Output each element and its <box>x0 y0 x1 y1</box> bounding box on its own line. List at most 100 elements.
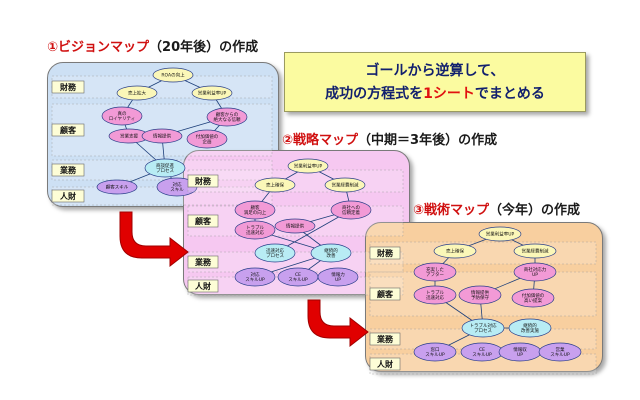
strategy-row-label: 人財 <box>195 281 211 291</box>
strategy-node-label: 対応スキルUP <box>245 271 265 283</box>
callout-line-2-end: でまとめる <box>474 86 545 102</box>
arrow-vision-to-strategy <box>119 211 189 268</box>
strategy-node-label: トラブル迅速対応 <box>246 224 264 236</box>
vision-node-label: 売上拡大 <box>128 90 146 97</box>
strategy-row-label: 業務 <box>194 257 212 267</box>
arrow-strategy-to-tactics <box>307 299 369 348</box>
vision-node-label: 商談促進プロセス <box>156 162 174 174</box>
tactics-node-label: 付加価値の高い提案 <box>522 292 545 304</box>
strategy-node-label: 迅速対応プロセス <box>266 247 284 259</box>
tactics-node-label: 営業スキルUP <box>550 346 570 358</box>
strategy-node-shape <box>254 243 296 263</box>
vision-node-shape <box>141 128 183 144</box>
tactics-title-highlight: 戦術マップ <box>424 203 490 218</box>
vision-node-shape <box>186 129 228 149</box>
strategy-row-label: 財務 <box>194 176 212 186</box>
vision-row-label-box <box>51 80 85 94</box>
tactics-node-shape <box>508 318 552 338</box>
tactics-title-rest: （今年）の作成 <box>489 203 581 218</box>
tactics-node-shape <box>413 262 457 282</box>
vision-node-shape <box>96 179 138 195</box>
tactics-row-label-box <box>369 246 401 260</box>
strategy-node-shape <box>310 243 352 263</box>
vision-node-label: 顧客スキル <box>106 184 129 191</box>
tactics-node-shape <box>458 285 502 305</box>
strategy-node-shape <box>254 177 296 193</box>
strategy-node-shape <box>234 267 276 287</box>
tactics-row-label-box <box>369 357 401 371</box>
vision-node-label: 営業利益率UP <box>198 90 227 97</box>
strategy-row-label-box <box>187 279 219 293</box>
tactics-node-label: 情報提供予防保守 <box>471 289 489 301</box>
vision-map-title: ①ビジョンマップ（20年後）の作成 <box>47 40 258 56</box>
vision-node-shape <box>191 85 233 101</box>
strategy-node-shape <box>317 267 359 287</box>
callout-line-1: ゴールから逆算して、 <box>365 63 505 79</box>
strategy-node-label: 継続的改善 <box>324 247 338 259</box>
strategy-row-label: 顧客 <box>195 216 212 226</box>
tactics-node-shape <box>461 318 505 338</box>
vision-row-label: 業務 <box>59 165 77 175</box>
strategy-node-label: 情報提供 <box>286 223 304 230</box>
tactics-node-label: トラブル迅速対応 <box>426 289 444 301</box>
strategy-map-title: ②戦略マップ（中期＝3年後）の作成 <box>282 133 497 149</box>
strategy-node-label: 売上確保 <box>266 182 284 189</box>
strategy-row-label-box <box>187 214 219 228</box>
callout-line-2-start: 成功の方程式を <box>325 86 424 102</box>
callout-one-sheet: 1シート <box>423 86 475 102</box>
vision-title-rest: （20年後）の作成 <box>149 40 259 55</box>
tactics-row-label: 業務 <box>376 334 394 344</box>
tactics-title-number: ③ <box>413 203 425 218</box>
tactics-row-label: 顧客 <box>377 289 394 299</box>
vision-node-label: 顧客からの絶大なる信頼 <box>214 111 241 123</box>
strategy-node-shape <box>330 200 372 220</box>
vision-node-label: 対応スキル <box>170 181 184 193</box>
tactics-node-shape <box>433 243 477 259</box>
strategy-node-label: 営業経費削減 <box>332 182 359 189</box>
strategy-node-label: 営業利益率UP <box>294 163 323 170</box>
vision-node-label: ROAの向上 <box>161 72 185 79</box>
strategy-node-label: 商社への信頼定着 <box>342 204 360 216</box>
vision-node-shape <box>152 67 194 83</box>
tactics-node-shape <box>478 226 522 242</box>
strategy-node-shape <box>287 158 329 174</box>
strategy-map-content: 財務顧客業務人財営業利益率UP売上確保営業経費削減顧客満足の向上商社への信頼定着… <box>187 158 404 296</box>
tactics-row-label-box <box>369 332 401 346</box>
strategy-row-label-box <box>187 255 219 269</box>
tactics-row-label: 財務 <box>376 248 394 258</box>
vision-node-label: 付加価値の企画 <box>196 133 219 145</box>
tactics-node-shape <box>511 288 555 308</box>
tactics-node-shape <box>413 285 457 305</box>
vision-row-label-box <box>51 123 85 137</box>
vision-row-label-box <box>51 189 85 203</box>
tactics-node-label: 営業利益率UP <box>486 231 515 238</box>
tactics-node-label: トラブル対応プロセス <box>470 322 497 334</box>
strategy-node-shape <box>234 200 276 220</box>
tactics-row-label: 人財 <box>377 359 393 369</box>
vision-node-shape <box>206 107 248 127</box>
tactics-node-label: 窓口スキルUP <box>425 346 445 358</box>
strategy-title-number: ② <box>282 133 294 148</box>
tactics-node-shape <box>413 342 457 362</box>
strategy-node-label: 顧客満足の向上 <box>244 204 267 216</box>
strategy-row-label-box <box>187 174 219 188</box>
tactics-node-shape <box>513 262 557 282</box>
vision-row-label: 顧客 <box>60 125 77 135</box>
vision-node-label: 真のロイヤリティ <box>109 110 136 122</box>
strategy-title-rest: （中期＝3年後）の作成 <box>358 133 498 148</box>
tactics-map-title: ③戦術マップ（今年）の作成 <box>413 203 580 219</box>
summary-callout: ゴールから逆算して、 成功の方程式を1シートでまとめる <box>284 52 586 112</box>
callout-line-2: 成功の方程式を1シートでまとめる <box>285 83 585 103</box>
tactics-node-shape <box>538 342 582 362</box>
vision-row-label: 人財 <box>60 191 76 201</box>
strategy-title-highlight: 戦略マップ <box>293 133 359 148</box>
strategy-node-shape <box>324 177 366 193</box>
vision-node-shape <box>116 85 158 101</box>
strategy-node-shape <box>234 220 276 240</box>
